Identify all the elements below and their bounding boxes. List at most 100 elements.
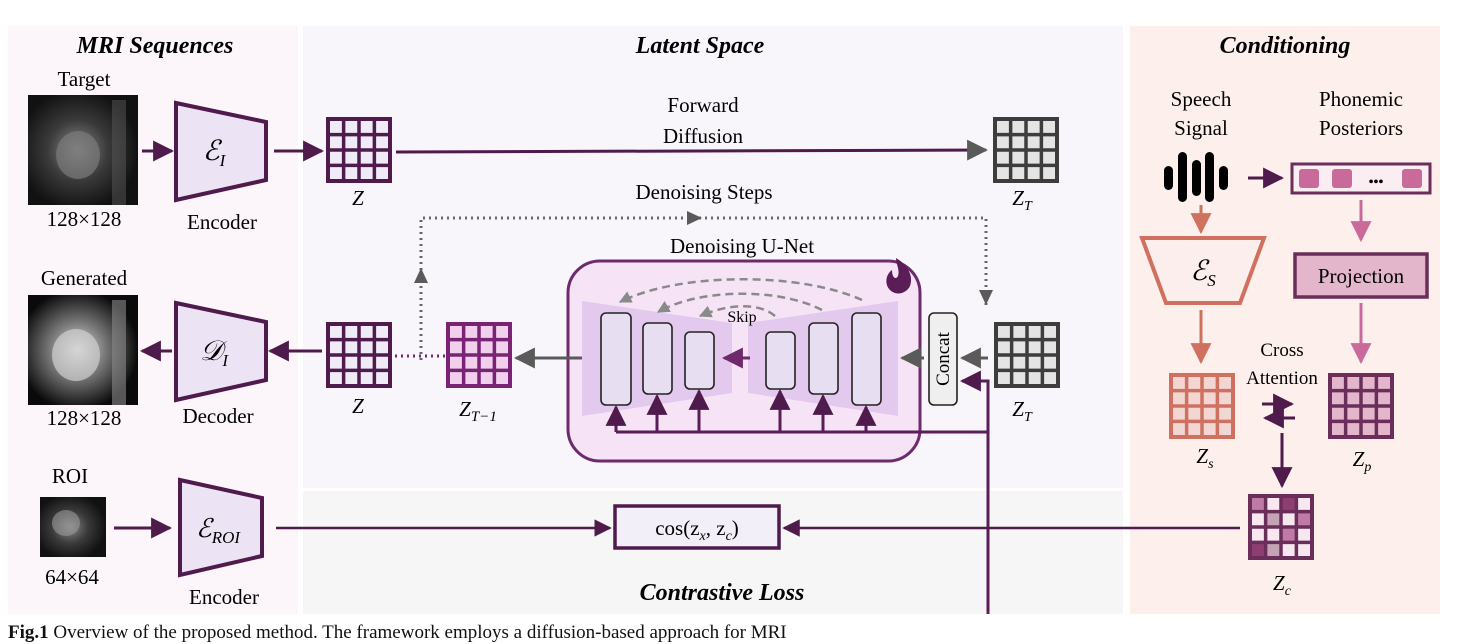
grid-cell (1267, 544, 1280, 556)
grid-cell (1028, 372, 1041, 384)
grid-cell (1173, 407, 1185, 420)
zp-label: Zp (1353, 447, 1372, 475)
latent-panel-title: Latent Space (635, 33, 765, 59)
grid-cell (1298, 498, 1310, 510)
unet-block-4 (765, 331, 796, 390)
grid-cell (1044, 372, 1056, 384)
grid-cell (1332, 423, 1344, 435)
skip-label: Skip (727, 309, 756, 326)
grid-cell (1012, 121, 1025, 133)
latent-zt1-grid (446, 322, 512, 388)
grid-cell (1013, 372, 1026, 384)
grid-cell (1043, 121, 1055, 133)
grid-cell (1252, 513, 1264, 526)
cosine-similarity-box (613, 504, 781, 550)
grid-cell (376, 167, 388, 179)
latent-z-out-grid (326, 322, 392, 388)
unet-block-1 (600, 312, 632, 406)
grid-cell (376, 341, 388, 354)
grid-cell (1028, 341, 1041, 354)
phonemic-posteriors-label-line1: Phonemic (1319, 87, 1403, 111)
grid-cell (376, 136, 388, 149)
grid-cell (480, 341, 493, 354)
grid-cell (1044, 326, 1056, 338)
latent-zt-grid (993, 117, 1059, 183)
svg-text:ℰI: ℰI (203, 136, 227, 170)
grid-cell (360, 326, 373, 338)
grid-cell (330, 151, 342, 164)
grid-cell (1188, 377, 1201, 389)
zt2-label: ZT (1012, 397, 1033, 425)
grid-cell (496, 372, 508, 384)
grid-cell (1012, 167, 1025, 179)
grid-cell (998, 356, 1010, 369)
grid-cell (1362, 392, 1375, 405)
speech-signal-label-line2: Signal (1174, 116, 1228, 140)
generated-label: Generated (41, 266, 128, 290)
grid-cell (480, 372, 493, 384)
grid-cell (1028, 326, 1041, 338)
grid-cell (496, 341, 508, 354)
grid-cell (1027, 151, 1040, 164)
projection-block: Projection (1293, 252, 1429, 299)
grid-cell (330, 326, 342, 338)
target-label: Target (58, 67, 111, 91)
grid-cell (360, 356, 373, 369)
forward-diffusion-label-line2: Diffusion (663, 124, 744, 148)
grid-cell (997, 167, 1009, 179)
grid-cell (1362, 423, 1375, 435)
grid-cell (1332, 407, 1344, 420)
generated-mri-image (28, 295, 138, 405)
zs-grid (1169, 373, 1235, 439)
grid-cell (465, 356, 478, 369)
grid-cell (330, 356, 342, 369)
grid-cell (496, 356, 508, 369)
grid-cell (360, 136, 373, 149)
grid-cell (450, 341, 462, 354)
figure-caption-label: Fig.1 (8, 622, 49, 643)
grid-cell (330, 136, 342, 149)
grid-cell (1203, 423, 1216, 435)
grid-cell (1378, 407, 1390, 420)
phonemic-posteriors-label-line2: Posteriors (1319, 116, 1403, 140)
grid-cell (345, 151, 358, 164)
grid-cell (1282, 513, 1295, 526)
zs-label: Zs (1196, 444, 1214, 472)
decoder-label: Decoder (182, 404, 253, 428)
cross-attention-label-line2: Attention (1246, 368, 1318, 389)
grid-cell (345, 326, 358, 338)
grid-cell (997, 136, 1009, 149)
grid-cell (1267, 528, 1280, 541)
flame-icon (886, 258, 912, 294)
roi-label: ROI (52, 464, 88, 488)
zt1-label: ZT−1 (459, 397, 497, 425)
grid-cell (1013, 341, 1026, 354)
grid-cell (1173, 423, 1185, 435)
grid-cell (1203, 377, 1216, 389)
svg-text:Projection: Projection (1318, 264, 1405, 288)
latent-z-grid (326, 117, 392, 183)
grid-cell (330, 121, 342, 133)
grid-cell (998, 372, 1010, 384)
grid-cell (376, 326, 388, 338)
grid-cell (1298, 528, 1310, 541)
grid-cell (997, 151, 1009, 164)
grid-cell (496, 326, 508, 338)
roi-encoder: ℰROI (178, 477, 264, 578)
grid-cell (1173, 377, 1185, 389)
grid-cell (1203, 392, 1216, 405)
grid-cell (1282, 528, 1295, 541)
target-size-label: 128×128 (47, 207, 122, 231)
grid-cell (1044, 356, 1056, 369)
figure-caption: Fig.1 Overview of the proposed method. T… (8, 622, 787, 644)
image-decoder: 𝒟I (174, 300, 268, 403)
grid-cell (1267, 498, 1280, 510)
grid-cell (1362, 377, 1375, 389)
grid-cell (1378, 423, 1390, 435)
conditioning-panel-title: Conditioning (1220, 33, 1351, 59)
grid-cell (345, 136, 358, 149)
denoising-steps-label: Denoising Steps (635, 180, 772, 204)
grid-cell (1027, 167, 1040, 179)
grid-cell (1188, 407, 1201, 420)
grid-cell (1282, 498, 1295, 510)
